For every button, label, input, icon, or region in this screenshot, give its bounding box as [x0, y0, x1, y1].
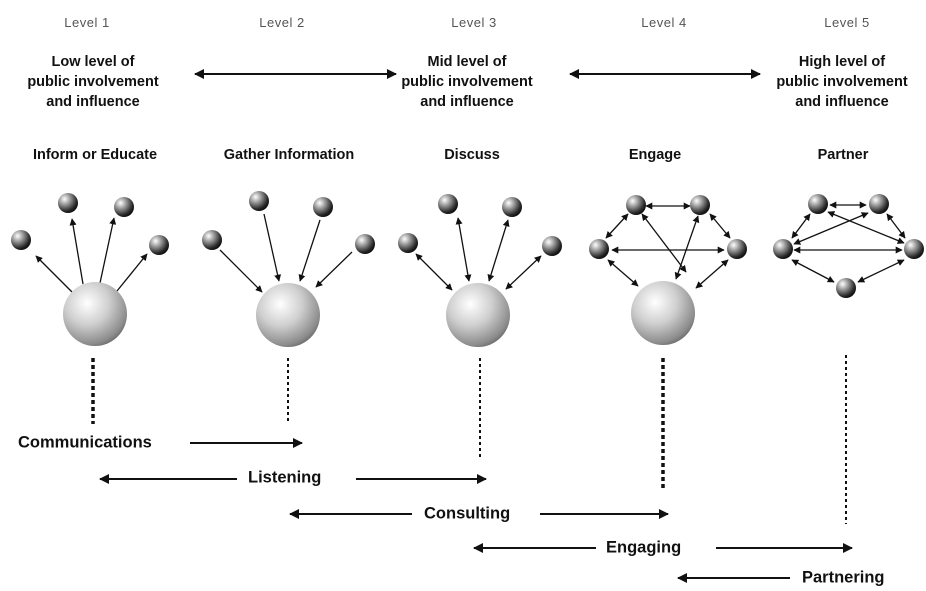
engaging-label: Engaging [600, 538, 688, 558]
high-involvement-label: High level of public involvement and inf… [757, 52, 926, 112]
mid-involvement-line-1: Mid level of [427, 54, 507, 70]
activity-discuss-label: Discuss [444, 147, 500, 163]
partnering-label: Partnering [796, 568, 891, 588]
mid-involvement-line-2: public involvement [401, 74, 533, 90]
mid-involvement-line-3: and influence [420, 94, 514, 110]
activity-gather-label: Gather Information [223, 147, 355, 163]
level-2-label: Level 2 [259, 15, 305, 30]
high-involvement-line-3: and influence [795, 94, 889, 110]
partner-cluster [773, 194, 924, 298]
activity-inform-label: Inform or Educate [32, 147, 158, 163]
consulting-label: Consulting [418, 504, 517, 524]
high-involvement-line-1: High level of [798, 54, 886, 70]
low-involvement-line-2: public involvement [27, 74, 159, 90]
low-involvement-line-1: Low level of [51, 54, 135, 70]
communications-label: Communications [12, 433, 158, 453]
discuss-cluster [398, 194, 562, 347]
low-involvement-line-3: and influence [46, 94, 140, 110]
high-involvement-line-2: public involvement [776, 74, 908, 90]
activity-partner-label: Partner [817, 147, 869, 163]
low-involvement-label: Low level of public involvement and infl… [8, 52, 178, 112]
activity-engage-label: Engage [628, 147, 682, 163]
mid-involvement-label: Mid level of public involvement and infl… [382, 52, 552, 112]
gather-cluster [202, 191, 375, 347]
level-3-label: Level 3 [451, 15, 497, 30]
listening-label: Listening [242, 468, 328, 488]
level-1-label: Level 1 [64, 15, 110, 30]
engage-cluster [589, 195, 747, 345]
inform-cluster [11, 193, 169, 346]
level-5-label: Level 5 [824, 15, 870, 30]
level-4-label: Level 4 [641, 15, 687, 30]
